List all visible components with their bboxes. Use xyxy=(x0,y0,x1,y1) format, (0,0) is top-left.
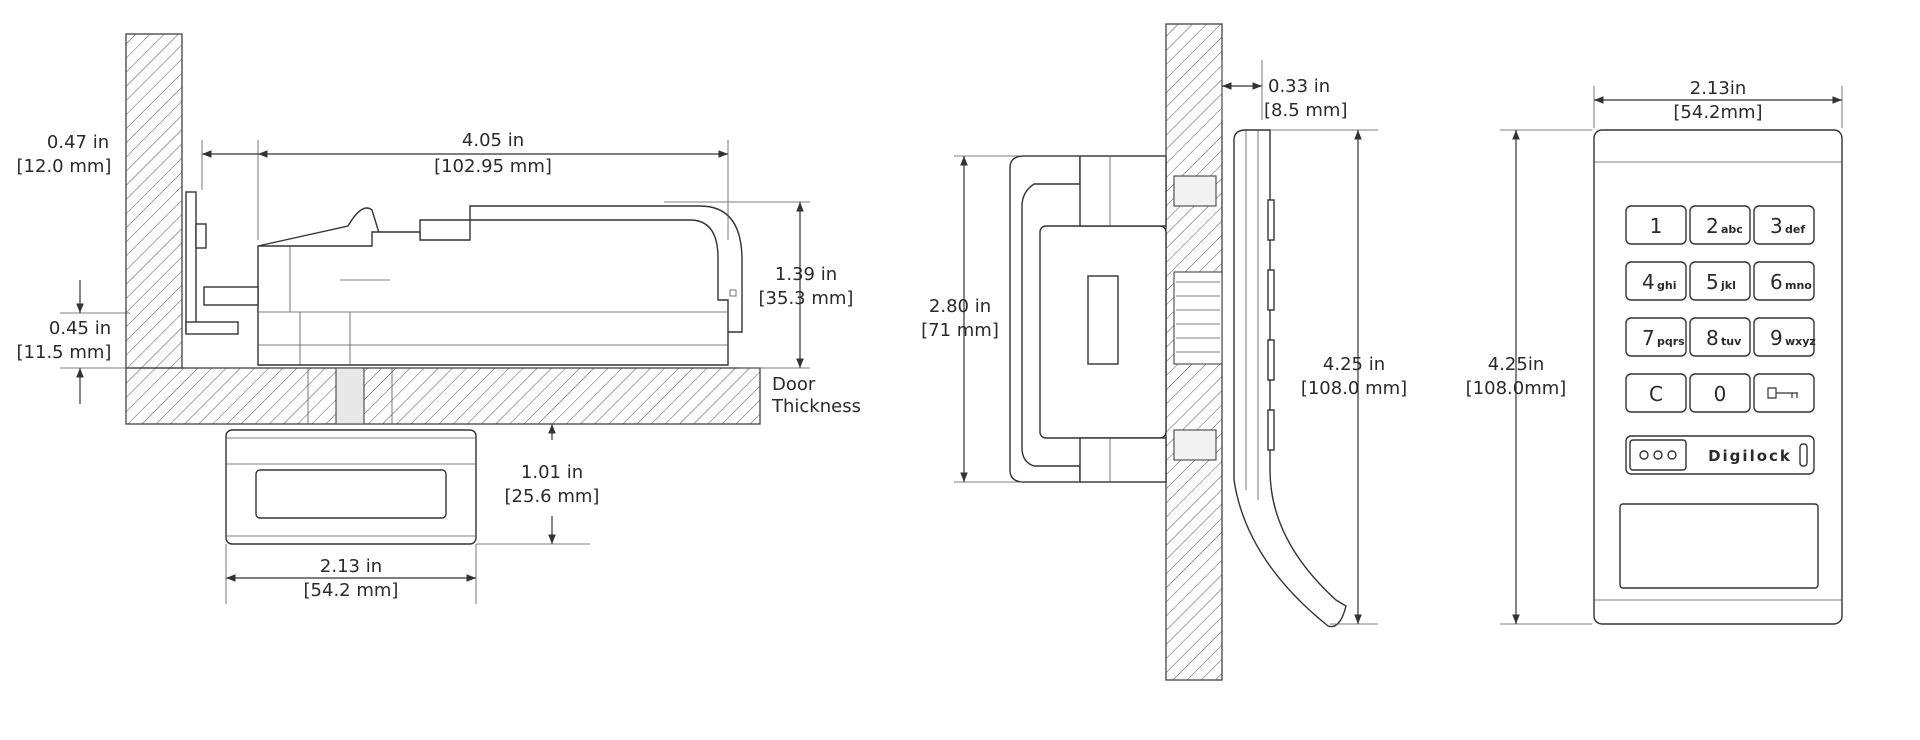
back-housing xyxy=(225,429,477,545)
keypad-key-cap xyxy=(1689,205,1751,245)
keypad-key-cap xyxy=(1625,373,1687,413)
side-gap-in: 0.47 in xyxy=(47,132,109,153)
profile-total-in: 4.25 in xyxy=(1323,354,1385,375)
keypad-key-cap xyxy=(1689,261,1751,301)
key-icon xyxy=(1767,387,1798,399)
side-offset-mm: [11.5 mm] xyxy=(17,342,112,363)
keypad-key-letters: jkl xyxy=(1720,279,1736,292)
profile-height-in: 2.80 in xyxy=(929,296,991,317)
keypad-key-cap xyxy=(1625,261,1687,301)
keypad-key: 1 xyxy=(1625,205,1687,245)
side-height-mm: [35.3 mm] xyxy=(759,288,854,309)
lock-body-side xyxy=(203,205,743,425)
keypad-key-cap xyxy=(1753,317,1815,357)
side-height-in: 1.39 in xyxy=(775,264,837,285)
door-section xyxy=(125,367,761,425)
profile-total-mm: [108.0 mm] xyxy=(1301,378,1407,399)
lock-body-profile xyxy=(1009,155,1223,483)
side-view: 4.05 in [102.95 mm] 0.47 in [12.0 mm] 0.… xyxy=(17,33,861,604)
keypad-key-digit: 5 xyxy=(1706,270,1719,294)
keypad-key-digit: 3 xyxy=(1770,214,1783,238)
keypad-key-digit: 4 xyxy=(1642,270,1655,294)
brand-label: Digilock xyxy=(1708,447,1792,465)
keypad-key-digit: C xyxy=(1649,382,1663,406)
keypad-key-digit: 9 xyxy=(1770,326,1783,350)
keypad-key-letters: mno xyxy=(1785,279,1812,292)
keypad-key-cap xyxy=(1625,317,1687,357)
keypad-profile xyxy=(1233,129,1347,628)
keypad-lower-panel xyxy=(1619,503,1819,589)
profile-offset-in: 0.33 in xyxy=(1268,76,1330,97)
keypad-key-cap xyxy=(1689,373,1751,413)
keypad-key-letters: ghi xyxy=(1657,279,1676,292)
keypad-key-digit: 0 xyxy=(1714,382,1727,406)
front-height-in: 4.25in xyxy=(1488,354,1545,375)
profile-offset-mm: [8.5 mm] xyxy=(1264,100,1347,121)
side-depth-mm: [102.95 mm] xyxy=(434,156,552,177)
back-depth-in: 1.01 in xyxy=(521,462,583,483)
front-height-mm: [108.0mm] xyxy=(1466,378,1567,399)
back-depth-mm: [25.6 mm] xyxy=(505,486,600,507)
keypad-key-cap xyxy=(1753,205,1815,245)
door-label-line1: Door xyxy=(772,374,816,395)
keypad-key xyxy=(1753,373,1815,413)
back-width-mm: [54.2 mm] xyxy=(304,580,399,601)
keypad-key-digit: 1 xyxy=(1650,214,1663,238)
keypad-key-digit: 2 xyxy=(1706,214,1719,238)
keypad-key-cap xyxy=(1689,317,1751,357)
keypad-key-letters: tuv xyxy=(1721,335,1742,348)
door-label-line2: Thickness xyxy=(771,396,861,417)
brand-strip: Digilock xyxy=(1625,435,1815,475)
keypad-key-cap xyxy=(1625,205,1687,245)
side-depth-in: 4.05 in xyxy=(462,130,524,151)
profile-height-mm: [71 mm] xyxy=(921,320,999,341)
keypad-key-letters: abc xyxy=(1721,223,1743,236)
bracket xyxy=(185,191,239,335)
keypad-key-letters: def xyxy=(1785,223,1805,236)
keypad-key-cap xyxy=(1753,261,1815,301)
keypad-key-letters: wxyz xyxy=(1785,335,1816,348)
front-width-mm: [54.2mm] xyxy=(1673,102,1762,123)
side-offset-in: 0.45 in xyxy=(49,318,111,339)
wall-section xyxy=(125,33,183,369)
front-width-in: 2.13in xyxy=(1690,78,1747,99)
keypad-key-digit: 6 xyxy=(1770,270,1783,294)
back-width-in: 2.13 in xyxy=(320,556,382,577)
keypad-key-letters: pqrs xyxy=(1657,335,1685,348)
keypad-key-digit: 8 xyxy=(1706,326,1719,350)
profile-view: 0.33 in [8.5 mm] 2.80 in [71 mm] 4.25 in… xyxy=(921,23,1407,681)
keypad-key: C xyxy=(1625,373,1687,413)
side-gap-mm: [12.0 mm] xyxy=(17,156,112,177)
keypad-key: 0 xyxy=(1689,373,1751,413)
keypad-key-digit: 7 xyxy=(1642,326,1655,350)
